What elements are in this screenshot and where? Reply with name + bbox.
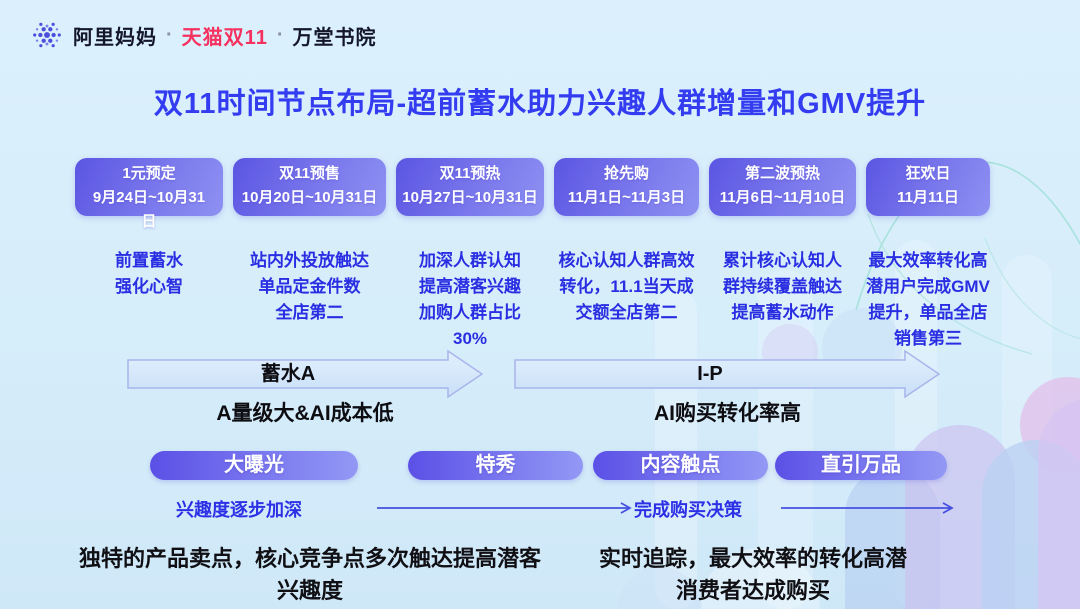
phase-desc-2: 站内外投放触达 单品定金件数 全店第二 bbox=[250, 251, 369, 322]
phase-dates: 9月24日~10月31 日 bbox=[92, 189, 206, 230]
brand-tmall-double11: 天猫双11 bbox=[181, 26, 268, 49]
phase-name: 狂欢日 bbox=[905, 165, 951, 182]
product-pill-texiu: 特秀 bbox=[408, 451, 583, 480]
product-pill-content: 内容触点 bbox=[593, 451, 768, 480]
phase-box-1: 1元预定 9月24日~10月31 日 bbox=[75, 158, 223, 230]
stage-arrow-1-note: A量级大&AI成本低 bbox=[216, 402, 394, 425]
stage-arrow-2-shape bbox=[514, 349, 941, 399]
phase-desc-6: 最大效率转化高 潜用户完成GMV 提升，单品全店 销售第三 bbox=[866, 251, 990, 348]
phase-dates: 11月6日~11月10日 bbox=[719, 189, 846, 206]
brand-separator: · bbox=[276, 23, 284, 46]
phase-desc-1: 前置蓄水 强化心智 bbox=[115, 251, 183, 296]
product-pill-zhiyin: 直引万品 bbox=[775, 451, 947, 480]
phase-timeline: 1元预定 9月24日~10月31 日 双11预售 10月20日~10月31日 双11… bbox=[75, 158, 990, 352]
flow-label-interest: 兴趣度逐步加深 bbox=[176, 500, 302, 520]
stage-arrow-2-note: AI购买转化率高 bbox=[654, 402, 801, 425]
phase-dates: 11月11日 bbox=[897, 189, 959, 206]
phase-box-5: 第二波预热 11月6日~11月10日 bbox=[709, 158, 856, 216]
phase-name: 第二波预热 bbox=[744, 165, 820, 182]
stage-arrow-2-label: I-P bbox=[697, 363, 723, 385]
footnote-left: 独特的产品卖点，核心竞争点多次触达提高潜客兴趣度 bbox=[78, 546, 541, 603]
phase-dates: 10月27日~10月31日 bbox=[402, 189, 538, 206]
phase-box-4: 抢先购 11月1日~11月3日 bbox=[554, 158, 699, 216]
flow-arrow-icons bbox=[377, 502, 954, 514]
stage-arrow-1-shape bbox=[127, 349, 484, 399]
phase-box-3: 双11预热 10月27日~10月31日 bbox=[396, 158, 544, 216]
phase-desc-5: 累计核心认知人 群持续覆盖触达 提高蓄水动作 bbox=[723, 251, 842, 322]
phase-name: 双11预售 bbox=[279, 165, 340, 182]
product-pill-exposure: 大曝光 bbox=[150, 451, 358, 480]
brand-header: 阿里妈妈 · 天猫双11 · 万堂书院 bbox=[30, 18, 377, 52]
phase-desc-3: 加深人群认知 提高潜客兴趣 加购人群占比 30% bbox=[419, 251, 521, 348]
stage-arrow-1-label: 蓄水A bbox=[260, 363, 316, 385]
flow-label-purchase: 完成购买决策 bbox=[634, 500, 742, 520]
phase-dates: 10月20日~10月31日 bbox=[241, 189, 378, 206]
brand-alimama: 阿里妈妈 bbox=[73, 26, 157, 49]
footnote-right: 实时追踪，最大效率的转化高潜消费者达成购买 bbox=[598, 546, 907, 603]
phase-dates: 11月1日~11月3日 bbox=[567, 189, 686, 206]
brand-academy: 万堂书院 bbox=[292, 26, 377, 49]
page-title: 双11时间节点布局-超前蓄水助力兴趣人群增量和GMV提升 bbox=[153, 88, 927, 120]
phase-name: 1元预定 bbox=[122, 165, 176, 182]
phase-box-2: 双11预售 10月20日~10月31日 bbox=[233, 158, 386, 216]
phase-box-6: 狂欢日 11月11日 bbox=[866, 158, 990, 216]
brand-separator: · bbox=[166, 23, 173, 46]
phase-name: 抢先购 bbox=[603, 165, 649, 182]
phase-desc-4: 核心认知人群高效 转化，11.1当天成 交额全店第二 bbox=[558, 251, 695, 322]
phase-name: 双11预热 bbox=[439, 165, 501, 182]
alimama-logo-icon bbox=[30, 18, 64, 52]
